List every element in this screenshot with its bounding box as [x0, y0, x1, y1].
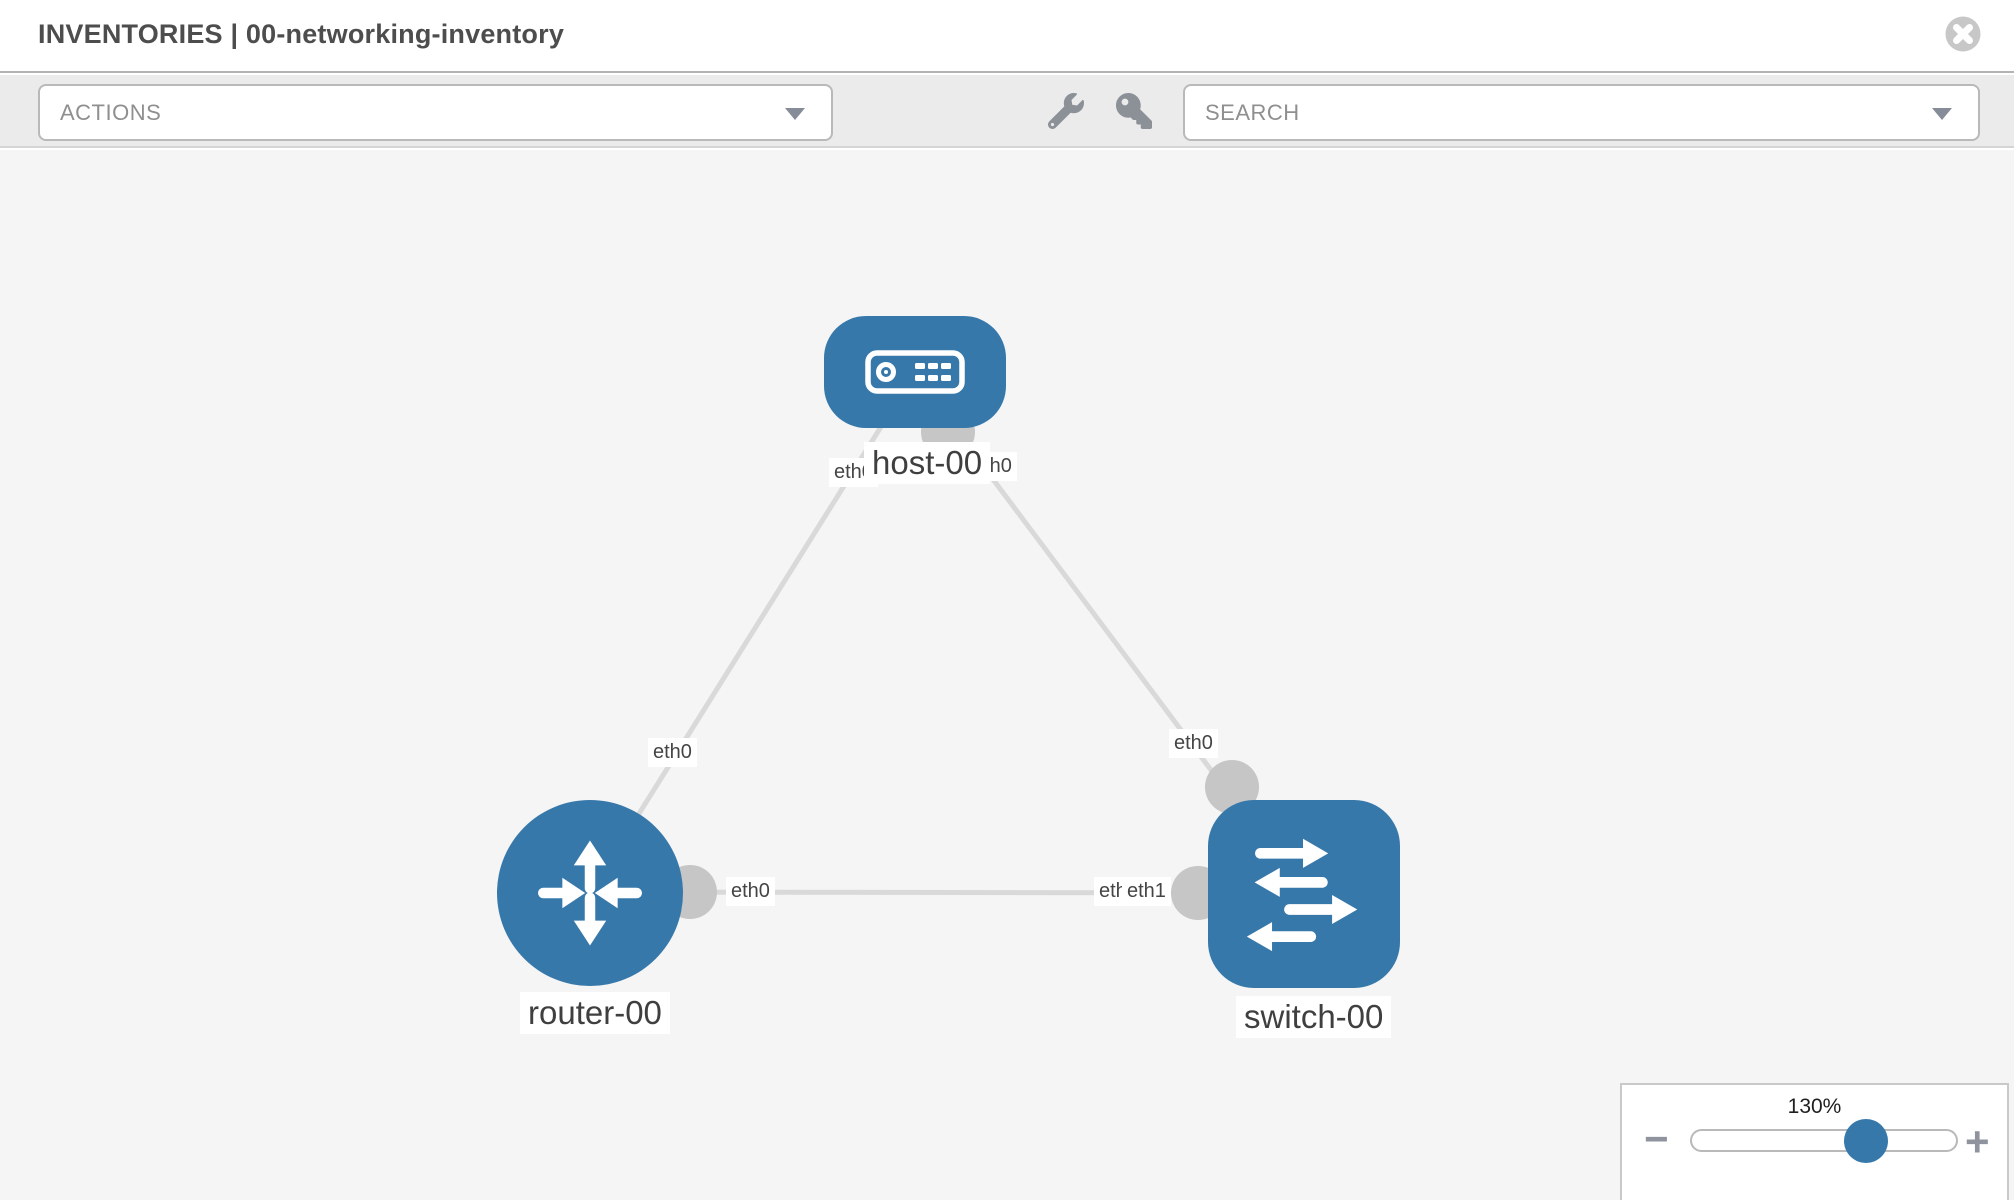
wrench-icon[interactable] [1043, 88, 1089, 134]
actions-dropdown[interactable]: ACTIONS [38, 84, 833, 141]
toolbar: ACTIONS SEARCH [0, 75, 2014, 148]
page-title: INVENTORIES | 00-networking-inventory [38, 19, 565, 49]
interface-label: eth0 [1169, 729, 1218, 758]
key-icon[interactable] [1111, 88, 1157, 134]
server-icon [865, 350, 965, 394]
node-label-switch-00: switch-00 [1236, 996, 1392, 1039]
page-header: INVENTORIES | 00-networking-inventory [0, 0, 2014, 73]
interface-label: eth1 [1122, 877, 1171, 906]
search-dropdown[interactable]: SEARCH [1183, 84, 1980, 141]
chevron-down-icon [785, 107, 805, 120]
search-dropdown-label: SEARCH [1205, 99, 1300, 125]
router-icon [538, 840, 642, 946]
node-host-00[interactable] [824, 316, 1006, 428]
actions-dropdown-label: ACTIONS [60, 99, 162, 125]
node-router-00[interactable] [497, 800, 683, 986]
close-icon[interactable] [1944, 15, 1982, 53]
node-switch-00[interactable] [1208, 800, 1400, 988]
interface-label: eth0 [726, 877, 775, 906]
interface-label: eth0 [648, 738, 697, 767]
zoom-slider-thumb[interactable] [1844, 1119, 1888, 1163]
zoom-slider[interactable] [1690, 1119, 1958, 1163]
zoom-level-value: 130% [1787, 1095, 1842, 1118]
zoom-out-button[interactable]: − [1644, 1115, 1669, 1162]
links-layer [587, 372, 1306, 920]
switch-icon [1246, 838, 1358, 952]
node-label-host-00: host-00 [864, 442, 991, 485]
node-label-router-00: router-00 [520, 992, 670, 1035]
zoom-in-button[interactable]: + [1965, 1118, 1990, 1165]
chevron-down-icon [1932, 107, 1952, 120]
topology-canvas[interactable]: eth0 eth0 eth0 eth0 eth0 eth0 eth1 host-… [0, 150, 2014, 1200]
zoom-panel: 130% − + [1620, 1083, 2009, 1200]
